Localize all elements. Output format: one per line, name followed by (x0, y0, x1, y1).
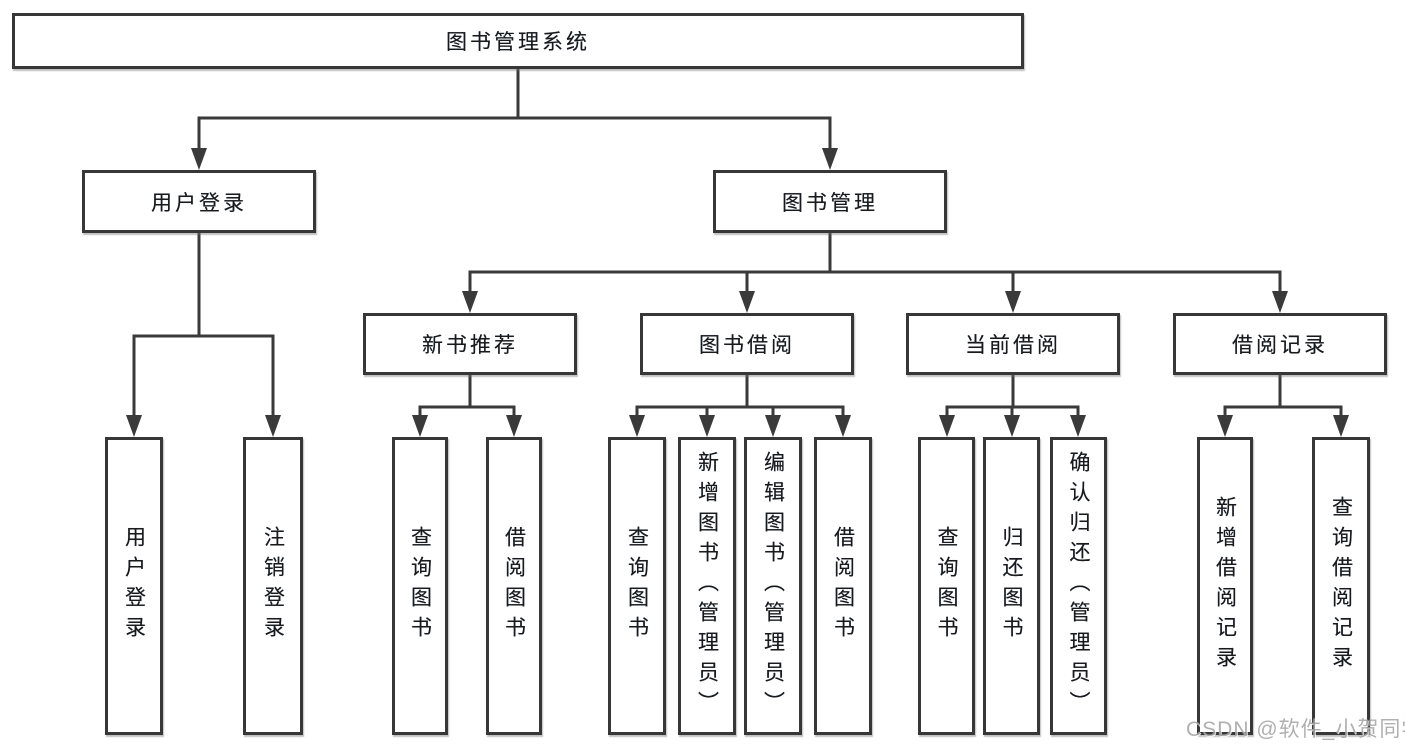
leaf-user-login-label: 用户登录 (122, 526, 146, 646)
node-borrow-records-label: 借阅记录 (1232, 334, 1328, 357)
leaf-current-query-books: 查询图书 (918, 437, 975, 735)
arrowheads (126, 148, 1349, 437)
connector-records-to-children (1223, 375, 1343, 421)
node-new-book-recommend-label: 新书推荐 (422, 334, 518, 357)
leaf-query-borrow-record: 查询借阅记录 (1312, 437, 1370, 735)
leaf-borrow-query-books: 查询图书 (608, 437, 666, 735)
leaf-logout: 注销登录 (243, 437, 303, 735)
leaf-confirm-return-admin-label: 确认归还（管理员） (1067, 451, 1090, 721)
leaf-recommend-query-books: 查询图书 (392, 437, 448, 735)
leaf-user-login: 用户登录 (105, 437, 163, 735)
node-borrow-records: 借阅记录 (1173, 313, 1387, 375)
connector-userlogin-to-children (132, 233, 275, 421)
node-current-borrow: 当前借阅 (906, 313, 1120, 375)
node-current-borrow-label: 当前借阅 (965, 334, 1061, 357)
node-user-login-label: 用户登录 (151, 191, 247, 215)
node-book-borrow-label: 图书借阅 (699, 334, 795, 357)
leaf-edit-books-admin: 编辑图书（管理员） (744, 437, 802, 735)
leaf-query-borrow-record-label: 查询借阅记录 (1329, 496, 1353, 676)
leaf-recommend-query-books-label: 查询图书 (408, 526, 432, 646)
leaf-recommend-borrow-books: 借阅图书 (486, 437, 542, 735)
node-book-management-label: 图书管理 (782, 191, 878, 215)
connector-recommend-to-children (418, 375, 516, 421)
leaf-borrow-books-label: 借阅图书 (831, 526, 855, 646)
node-book-management: 图书管理 (713, 170, 947, 233)
leaf-add-books-admin-label: 新增图书（管理员） (695, 451, 719, 721)
connector-bookmgmt-to-level3 (468, 233, 1282, 297)
leaf-current-query-books-label: 查询图书 (935, 526, 958, 646)
leaf-borrow-query-books-label: 查询图书 (625, 526, 649, 646)
node-user-login: 用户登录 (82, 170, 316, 233)
connector-root-to-level2 (197, 69, 832, 152)
connector-current-to-children (945, 375, 1080, 421)
leaf-return-books-label: 归还图书 (1000, 526, 1023, 646)
leaf-add-books-admin: 新增图书（管理员） (678, 437, 736, 735)
node-book-borrow: 图书借阅 (640, 313, 854, 375)
leaf-edit-books-admin-label: 编辑图书（管理员） (761, 451, 785, 721)
leaf-add-borrow-record: 新增借阅记录 (1197, 437, 1253, 735)
leaf-borrow-books: 借阅图书 (814, 437, 872, 735)
leaf-logout-label: 注销登录 (261, 526, 285, 646)
node-new-book-recommend: 新书推荐 (363, 313, 577, 375)
node-library-system-label: 图书管理系统 (446, 31, 590, 54)
node-library-system: 图书管理系统 (12, 13, 1024, 69)
leaf-recommend-borrow-books-label: 借阅图书 (502, 526, 526, 646)
leaf-confirm-return-admin: 确认归还（管理员） (1050, 437, 1107, 735)
csdn-watermark: CSDN @软件_小贺同学 (1186, 718, 1405, 741)
connector-borrow-to-children (635, 375, 845, 421)
leaf-return-books: 归还图书 (983, 437, 1040, 735)
leaf-add-borrow-record-label: 新增借阅记录 (1213, 496, 1237, 676)
